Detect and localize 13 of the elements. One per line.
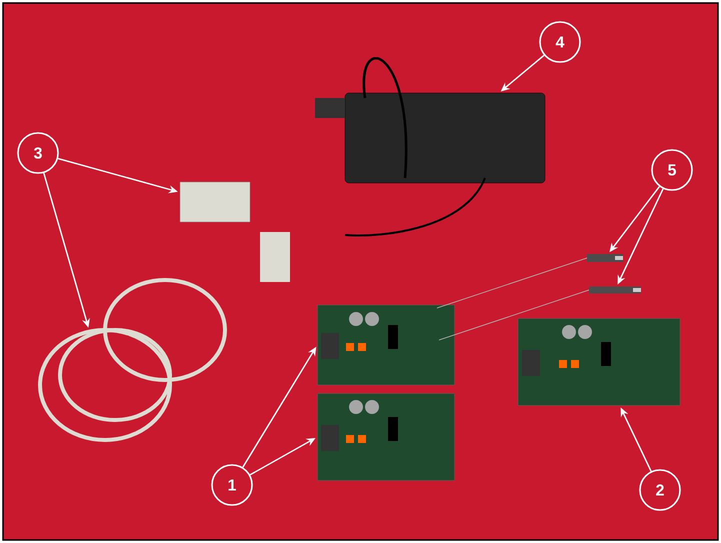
callout-number: 1 [211, 464, 253, 506]
circuit-board-drawing [518, 318, 680, 406]
probe-drawing [436, 254, 623, 308]
probe-drawing [438, 286, 641, 340]
cable-drawing [38, 278, 227, 442]
cable-drawing [180, 182, 290, 282]
callout-number: 3 [17, 132, 59, 174]
power-supply-drawing [315, 58, 546, 236]
callout-number: 5 [651, 149, 693, 191]
callout-number: 2 [639, 469, 681, 511]
circuit-board-drawing [317, 393, 455, 481]
circuit-board-drawing [317, 304, 455, 386]
callout-number: 4 [539, 21, 581, 63]
